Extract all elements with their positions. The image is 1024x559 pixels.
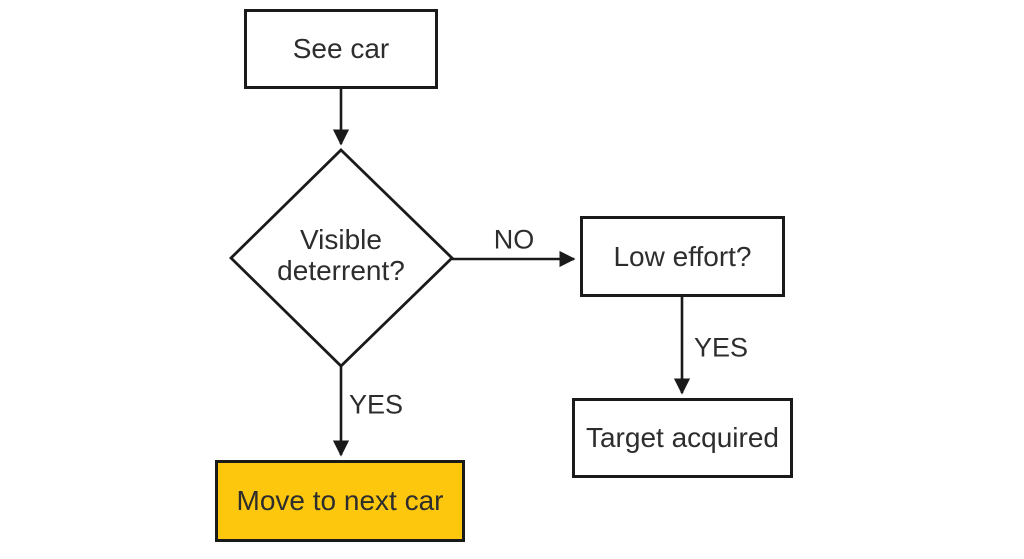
node-visible-deterrent-label: Visible deterrent? — [277, 224, 405, 287]
edge-label-no: NO — [493, 224, 535, 255]
node-target-acquired-label: Target acquired — [585, 422, 779, 454]
node-see-car-label: See car — [292, 33, 390, 65]
node-move-to-next-car: Move to next car — [215, 460, 465, 542]
node-low-effort-label: Low effort? — [613, 240, 752, 272]
node-target-acquired: Target acquired — [572, 398, 793, 478]
edge-label-yes-low-effort: YES — [693, 332, 749, 363]
edge-label-yes-deterrent: YES — [348, 389, 404, 420]
node-low-effort: Low effort? — [580, 216, 785, 297]
node-move-to-next-car-label: Move to next car — [236, 485, 444, 517]
node-see-car: See car — [244, 9, 438, 89]
